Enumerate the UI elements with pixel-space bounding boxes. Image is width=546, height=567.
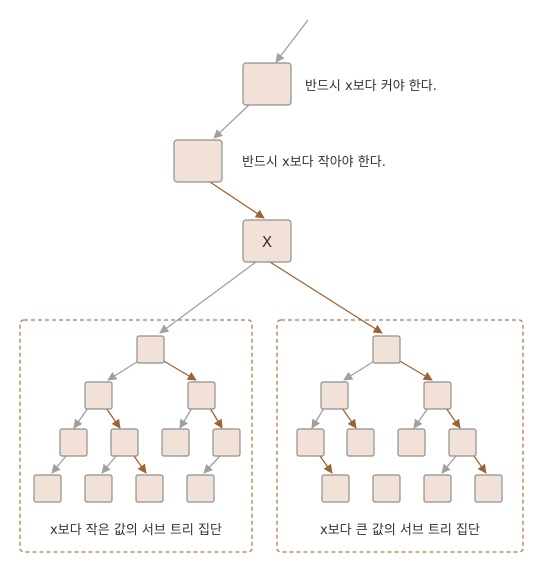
- tree-node: [372, 335, 401, 364]
- edge: [397, 359, 433, 381]
- edge-incoming: [275, 19, 309, 63]
- edge: [413, 407, 429, 429]
- edge-x-to-left: [159, 261, 257, 334]
- edge: [311, 407, 325, 429]
- edge-top-to-second: [213, 103, 251, 139]
- edge: [343, 359, 377, 381]
- tree-node: [372, 474, 401, 503]
- second-node: [173, 139, 223, 183]
- edge: [161, 359, 197, 381]
- tree-node: [448, 428, 477, 457]
- tree-node: [33, 474, 62, 503]
- left-subtree-nodes: [33, 335, 241, 503]
- x-node-label: X: [262, 233, 272, 251]
- tree-node: [110, 428, 139, 457]
- top-node: [242, 62, 292, 106]
- tree-node: [136, 335, 165, 364]
- tree-node: [474, 474, 503, 503]
- left-subtree-group: [19, 319, 253, 553]
- tree-node: [212, 428, 241, 457]
- tree-node: [59, 428, 88, 457]
- edge: [51, 455, 67, 474]
- edge: [101, 455, 117, 474]
- edge: [73, 407, 89, 429]
- edge: [319, 455, 333, 474]
- edge-second-to-x: [209, 181, 265, 219]
- tree-node: [296, 428, 325, 457]
- tree-node: [186, 474, 215, 503]
- tree-node: [135, 474, 164, 503]
- tree-node: [321, 474, 350, 503]
- tree-node: [84, 381, 113, 410]
- tree-node: [397, 428, 426, 457]
- edge: [203, 455, 221, 474]
- tree-node: [84, 474, 113, 503]
- tree-node: [161, 428, 190, 457]
- edge: [209, 407, 223, 429]
- tree-node: [423, 381, 452, 410]
- edge: [179, 407, 193, 429]
- tree-node: [320, 381, 349, 410]
- edge: [133, 455, 147, 474]
- right-subtree-group: [276, 319, 524, 553]
- second-note: 반드시 x보다 작아야 한다.: [242, 155, 386, 170]
- edge: [341, 407, 357, 429]
- tree-node: [346, 428, 375, 457]
- edge-x-to-right: [269, 261, 383, 334]
- right-group-label: x보다 큰 값의 서브 트리 집단: [320, 523, 480, 538]
- edge: [441, 455, 457, 474]
- tree-node: [423, 474, 452, 503]
- left-group-label: x보다 작은 값의 서브 트리 집단: [50, 523, 222, 538]
- edge: [105, 407, 121, 429]
- edge: [107, 359, 141, 381]
- x-node: [242, 219, 292, 263]
- edge: [445, 407, 461, 429]
- edges: [51, 19, 487, 474]
- right-subtree-nodes: [296, 335, 503, 503]
- edge: [473, 455, 487, 474]
- top-note: 반드시 x보다 커야 한다.: [305, 79, 437, 94]
- tree-node: [187, 381, 216, 410]
